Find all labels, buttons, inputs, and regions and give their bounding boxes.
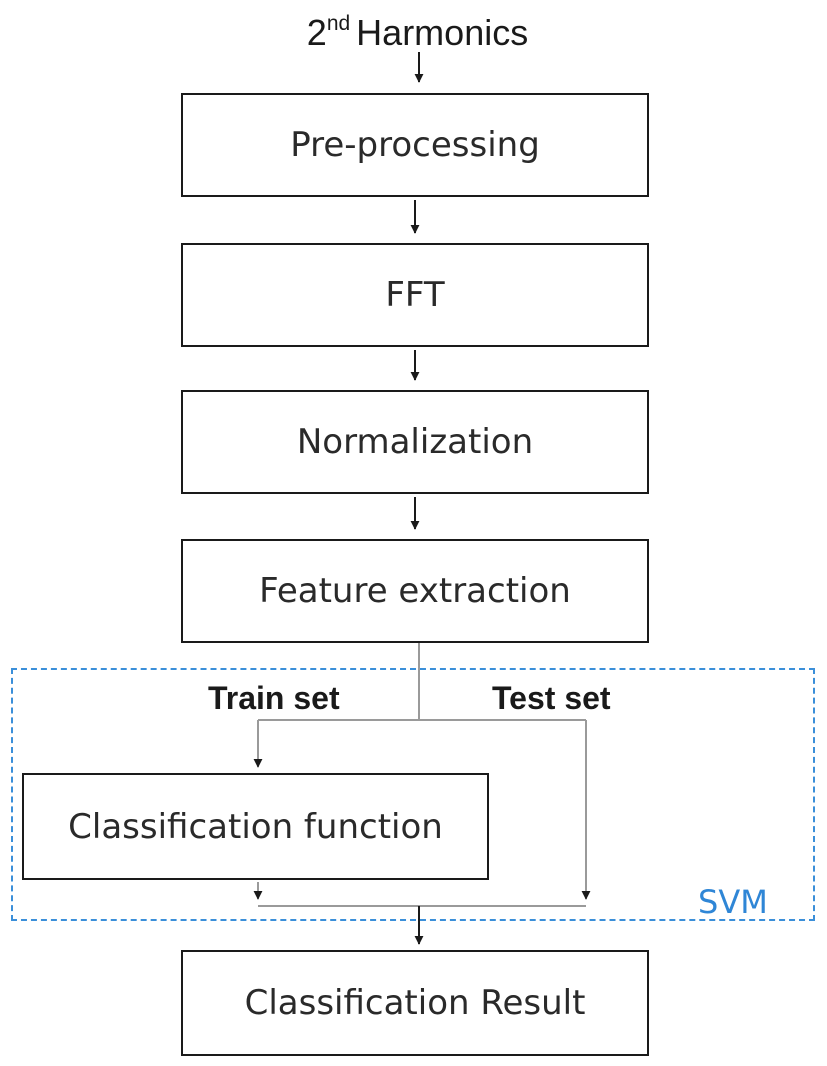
svm-label: SVM bbox=[698, 883, 768, 921]
title-superscript: nd bbox=[326, 12, 351, 35]
train-set-label: Train set bbox=[208, 680, 340, 716]
feature-extraction-box: Feature extraction bbox=[181, 539, 649, 643]
fft-label: FFT bbox=[385, 275, 445, 315]
test-set-label: Test set bbox=[492, 680, 611, 716]
title-prefix: 2 bbox=[306, 12, 327, 53]
classification-function-box: Classification function bbox=[22, 773, 489, 880]
classification-function-label: Classification function bbox=[68, 806, 443, 847]
fft-box: FFT bbox=[181, 243, 649, 347]
svm-frame bbox=[11, 668, 815, 921]
preprocessing-label: Pre-processing bbox=[290, 125, 540, 165]
normalization-box: Normalization bbox=[181, 390, 649, 494]
classification-result-label: Classification Result bbox=[244, 983, 586, 1023]
classification-result-box: Classification Result bbox=[181, 950, 649, 1056]
preprocessing-box: Pre-processing bbox=[181, 93, 649, 197]
feature-extraction-label: Feature extraction bbox=[259, 571, 571, 611]
normalization-label: Normalization bbox=[296, 422, 534, 462]
title-text: Harmonics bbox=[356, 12, 529, 53]
